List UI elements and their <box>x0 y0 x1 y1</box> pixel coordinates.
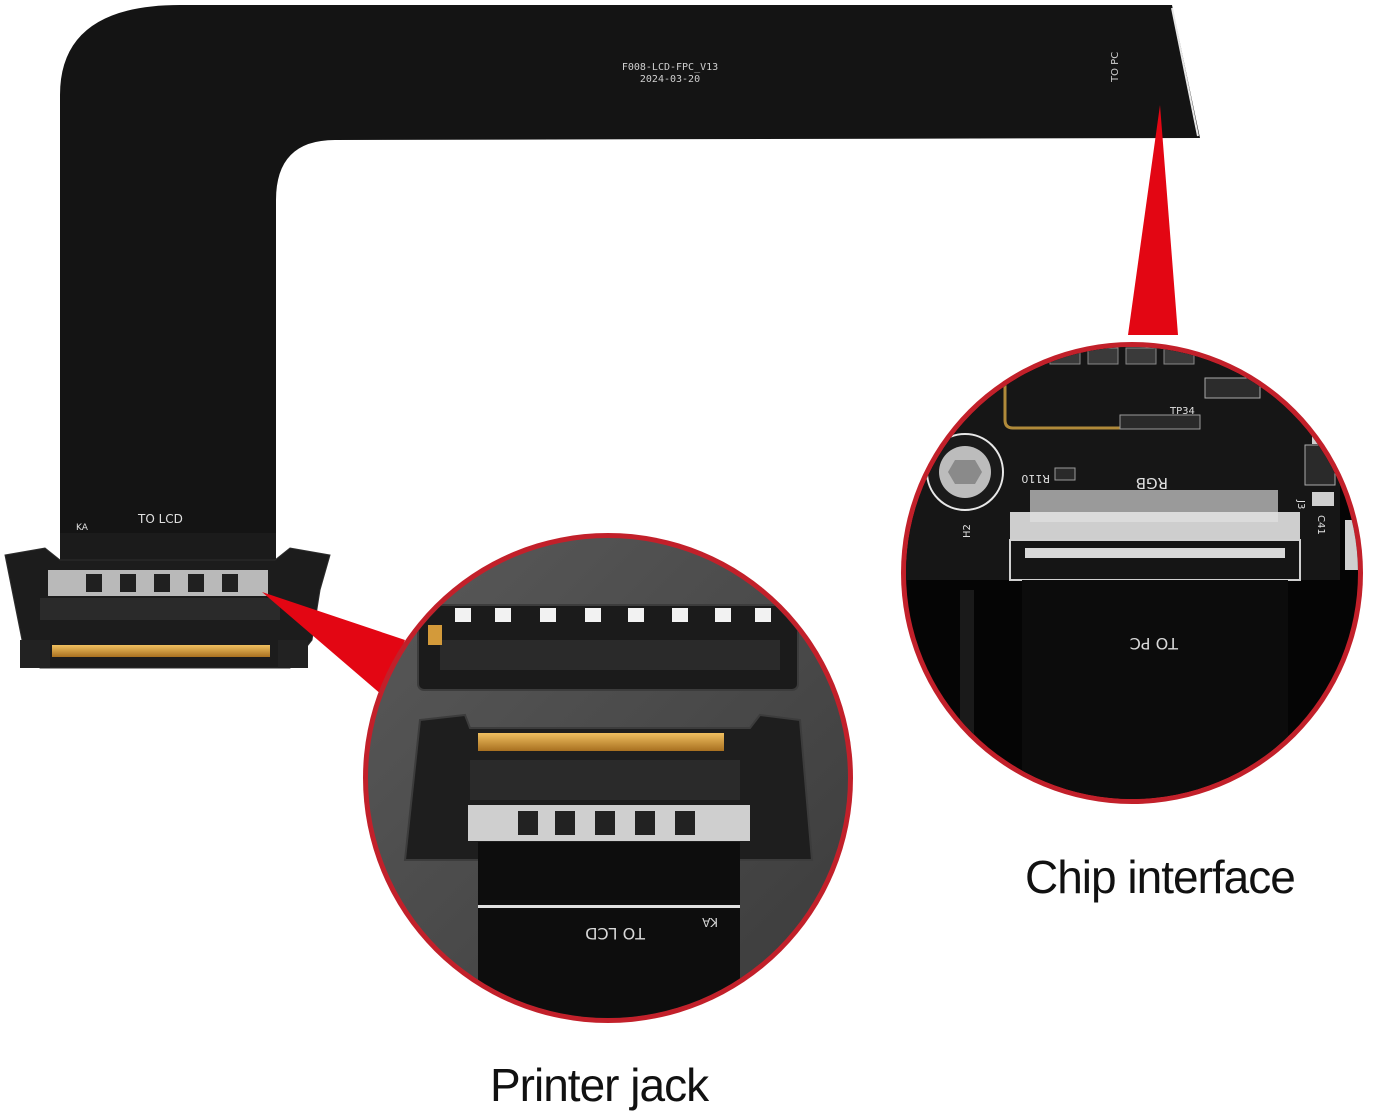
cable-edge-stripe <box>1171 7 1199 137</box>
pcb-h2-label: H2 <box>962 524 973 538</box>
pcb-rgb-label: RGB <box>1136 474 1168 492</box>
pcb-r110-label: R110 <box>1021 472 1050 485</box>
printer-cable-to-lcd-label: TO LCD <box>585 924 646 943</box>
lcd-connector <box>4 547 331 669</box>
printer-flat-cable <box>478 842 740 1018</box>
cable-to-lcd-text: TO LCD <box>137 512 183 526</box>
printer-jack-zoom: TO LCD KA <box>363 533 853 1023</box>
printer-lower-connector <box>403 713 814 861</box>
fpc-connector <box>1009 539 1301 581</box>
printer-gold-pins <box>478 733 724 751</box>
printer-pointer-arrow <box>262 592 405 695</box>
printer-cable-ka-label: KA <box>701 915 718 929</box>
chip-interface-zoom: TP34 R110 RGB J3 H2 C41 TO PC <box>901 342 1363 804</box>
pcb-tp34-label: TP34 <box>1169 406 1195 417</box>
chip-flat-cable <box>1022 580 1288 799</box>
printer-jack-caption: Printer jack <box>490 1059 709 1111</box>
connector-latch-slots <box>86 574 238 592</box>
pcb-c41-label: C41 <box>1315 515 1326 535</box>
flex-cable: F008-LCD-FPC_V13 2024-03-20 TO PC TO LCD… <box>60 5 1200 561</box>
cable-to-pc-text: TO PC <box>1110 52 1121 83</box>
cable-date-text: 2024-03-20 <box>640 74 700 85</box>
connector-gold-pins <box>52 645 270 657</box>
cable-ka-text: KA <box>76 523 89 533</box>
cable-model-text: F008-LCD-FPC_V13 <box>622 62 718 73</box>
fpc-connector-latch <box>1010 512 1300 544</box>
printer-upper-connector <box>417 604 799 691</box>
chip-cable-to-pc-label: TO PC <box>1130 634 1179 653</box>
chip-interface-caption: Chip interface <box>1025 851 1296 903</box>
chip-pointer-arrow <box>1128 105 1178 335</box>
pcb-j3-label: J3 <box>1295 499 1306 509</box>
